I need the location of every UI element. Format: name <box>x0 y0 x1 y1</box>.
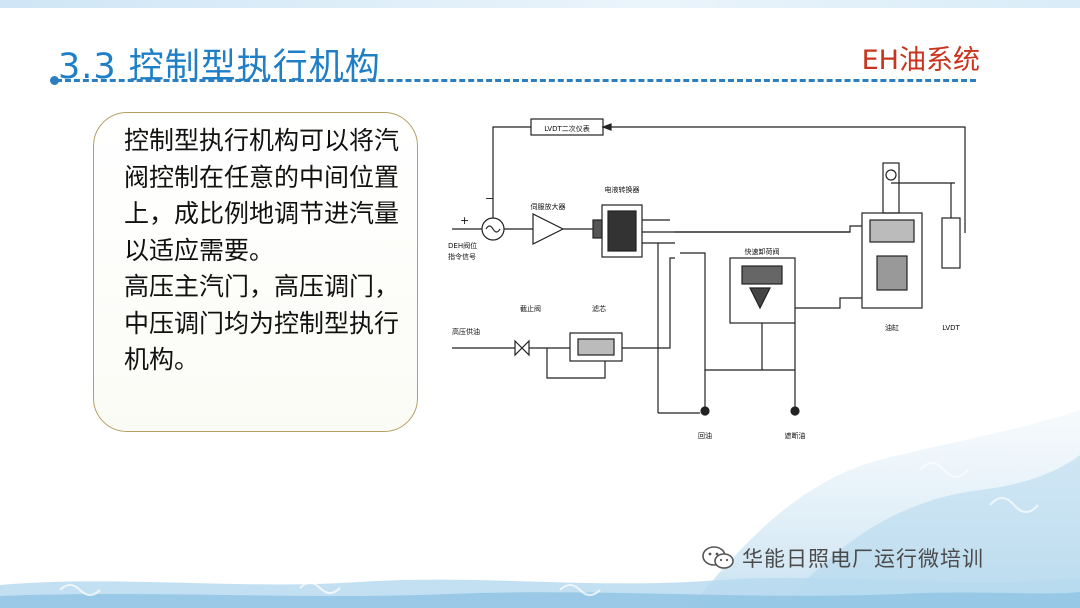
cylinder-rod <box>882 162 900 214</box>
hp-supply-label: 高压供油 <box>452 327 480 336</box>
top-banner <box>0 0 1080 8</box>
description-paragraph-2: 高压主汽门，高压调门，中压调门均为控制型执行机构。 <box>124 272 400 374</box>
filter-housing <box>569 332 623 362</box>
deh-label-line2: 指令信号 <box>448 252 476 261</box>
actuator-schematic: LVDT二次仪表 伺服放大器 电液转换器 快速卸荷阀 DEH阀位 指令信号 高压… <box>448 118 966 440</box>
description-box: 控制型执行机构可以将汽阀控制在任意的中间位置上，成比例地调节进汽量以适应需要。 … <box>93 112 418 432</box>
trip-oil-port <box>790 406 800 416</box>
return-oil-label: 回油 <box>698 431 712 440</box>
watermark: 华能日照电厂运行微培训 <box>702 543 984 573</box>
wechat-icon <box>702 546 734 569</box>
meter-to-sum-line <box>492 126 531 218</box>
servo-amplifier-shape <box>532 213 565 245</box>
dump-valve-label: 快速卸荷阀 <box>745 247 780 256</box>
plus-sign: + <box>460 214 469 227</box>
minus-sign: − <box>485 192 494 205</box>
summing-wave <box>485 225 501 233</box>
lvdt-meter-label: LVDT二次仪表 <box>544 124 590 133</box>
shutoff-valve-symbol <box>514 339 530 357</box>
converter-label: 电液转换器 <box>605 185 640 194</box>
watermark-text: 华能日照电厂运行微培训 <box>742 547 984 571</box>
trip-oil-label: 遮断油 <box>785 431 806 440</box>
servo-amp-label: 伺服放大器 <box>531 202 566 211</box>
feedback-line <box>603 126 966 233</box>
feedback-arrow <box>601 123 612 131</box>
brand-label: EH油系统 <box>861 45 980 76</box>
lvdt-label: LVDT <box>942 324 960 332</box>
return-oil-port <box>700 406 710 416</box>
description-paragraph-1: 控制型执行机构可以将汽阀控制在任意的中间位置上，成比例地调节进汽量以适应需要。 <box>124 126 400 265</box>
rule-dot <box>50 76 59 85</box>
shutoff-valve-label: 截止阀 <box>520 304 541 313</box>
lvdt-sensor <box>941 217 961 269</box>
deh-label-line1: DEH阀位 <box>448 241 477 250</box>
filter-label: 滤芯 <box>592 304 606 313</box>
title-dashed-rule <box>56 79 976 82</box>
cylinder-label: 油缸 <box>885 323 899 332</box>
